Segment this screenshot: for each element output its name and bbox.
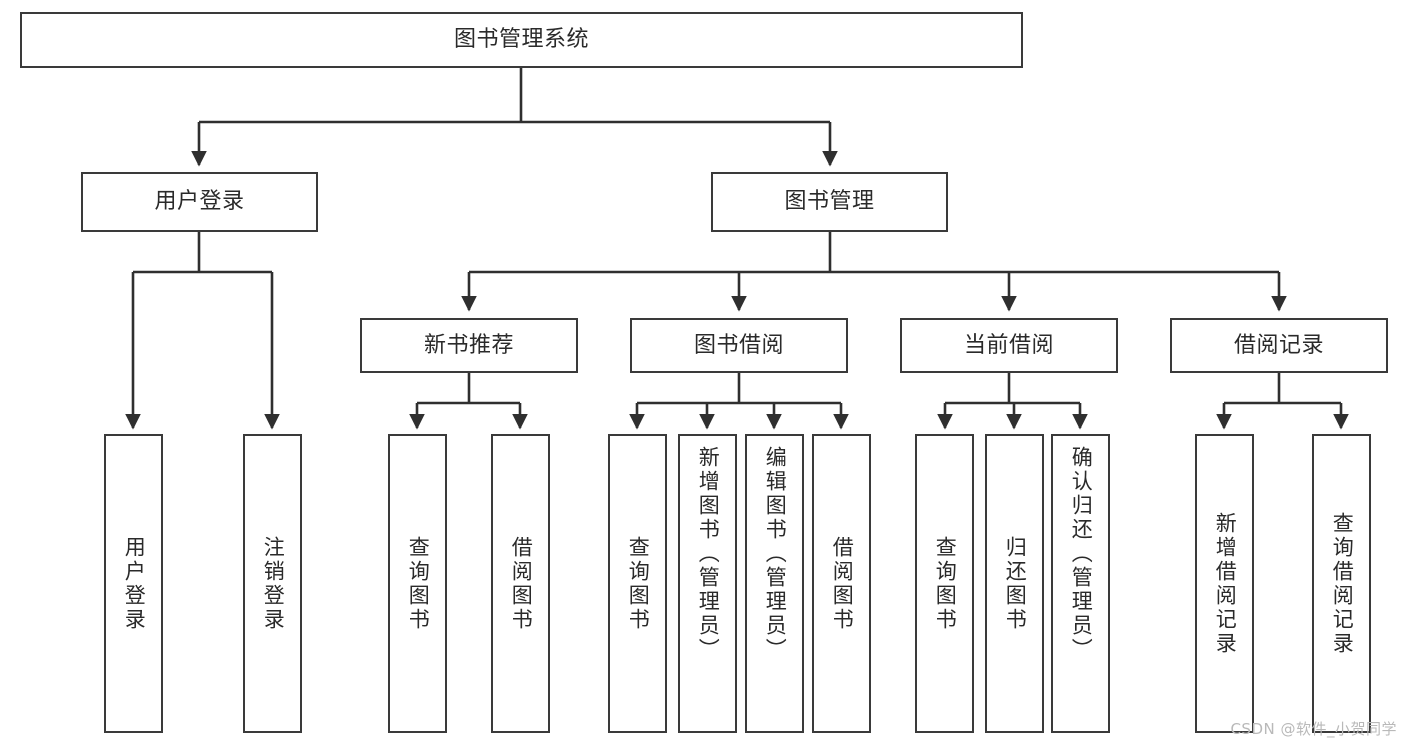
leaf-book-borrow-edit-book-admin[interactable]: 编辑图书（管理员） — [745, 434, 804, 733]
node-user-login[interactable]: 用户登录 — [81, 172, 318, 232]
node-label: 新增图书（管理员） — [696, 446, 721, 662]
node-label: 借阅记录 — [1233, 332, 1324, 358]
node-book-management[interactable]: 图书管理 — [711, 172, 948, 232]
leaf-borrow-record-add-record[interactable]: 新增借阅记录 — [1195, 434, 1254, 733]
node-label: 图书管理 — [784, 189, 875, 215]
node-label: 新增借阅记录 — [1213, 511, 1238, 656]
leaf-current-borrow-confirm-return-admin[interactable]: 确认归还（管理员） — [1051, 434, 1110, 733]
node-label: 新书推荐 — [423, 332, 514, 358]
node-label: 查询图书 — [406, 535, 431, 632]
node-label: 归还图书 — [1003, 535, 1028, 632]
node-label: 用户登录 — [154, 189, 245, 215]
leaf-user-login-logout[interactable]: 注销登录 — [243, 434, 302, 733]
node-label: 当前借阅 — [963, 332, 1054, 358]
leaf-current-borrow-query-books[interactable]: 查询图书 — [915, 434, 974, 733]
node-label: 查询图书 — [626, 535, 651, 632]
leaf-user-login-login[interactable]: 用户登录 — [104, 434, 163, 733]
leaf-current-borrow-return-books[interactable]: 归还图书 — [985, 434, 1044, 733]
node-label: 用户登录 — [122, 535, 147, 632]
leaf-new-book-borrow-books[interactable]: 借阅图书 — [491, 434, 550, 733]
leaf-book-borrow-borrow-books[interactable]: 借阅图书 — [812, 434, 871, 733]
node-label: 编辑图书（管理员） — [763, 446, 788, 662]
node-label: 借阅图书 — [830, 535, 855, 632]
leaf-book-borrow-query-books[interactable]: 查询图书 — [608, 434, 667, 733]
node-current-borrow[interactable]: 当前借阅 — [900, 318, 1118, 373]
leaf-new-book-query-books[interactable]: 查询图书 — [388, 434, 447, 733]
leaf-borrow-record-query-record[interactable]: 查询借阅记录 — [1312, 434, 1371, 733]
csdn-watermark: CSDN @软件_小贺同学 — [1230, 720, 1397, 738]
leaf-book-borrow-add-book-admin[interactable]: 新增图书（管理员） — [678, 434, 737, 733]
node-label: 确认归还（管理员） — [1069, 446, 1094, 662]
node-label: 注销登录 — [261, 535, 286, 632]
node-label: 图书管理系统 — [453, 27, 589, 53]
node-book-borrow[interactable]: 图书借阅 — [630, 318, 848, 373]
node-new-book-recommend[interactable]: 新书推荐 — [360, 318, 578, 373]
node-label: 图书借阅 — [693, 332, 784, 358]
node-root-book-management-system[interactable]: 图书管理系统 — [20, 12, 1023, 68]
node-label: 借阅图书 — [509, 535, 534, 632]
node-label: 查询图书 — [933, 535, 958, 632]
node-borrow-record[interactable]: 借阅记录 — [1170, 318, 1388, 373]
node-label: 查询借阅记录 — [1330, 511, 1355, 656]
